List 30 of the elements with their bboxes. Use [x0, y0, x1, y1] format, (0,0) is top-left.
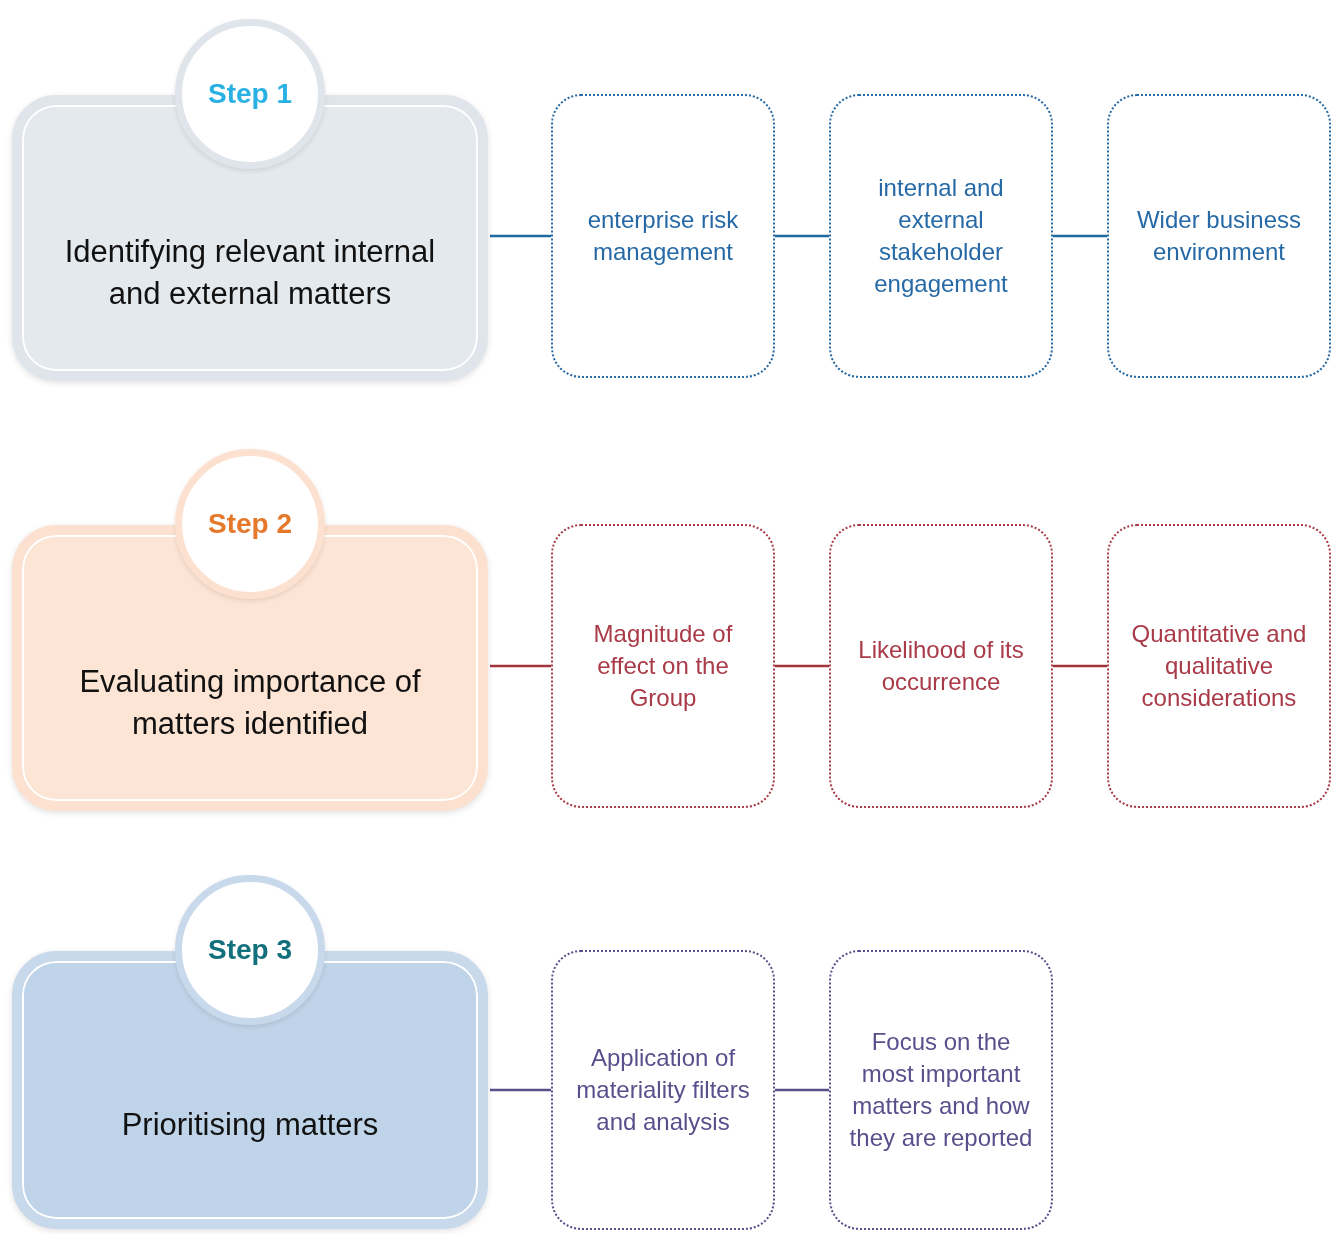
connector-line	[775, 1088, 829, 1092]
dotted-box	[829, 950, 1053, 1230]
dotted-box	[1107, 524, 1331, 808]
dotted-box	[829, 94, 1053, 378]
dotted-box	[551, 524, 775, 808]
box-text: Application of materiality filters and analysis	[575, 1042, 751, 1138]
box-text: Focus on the most important matters and how they are reported	[848, 1026, 1034, 1154]
connector-line	[775, 234, 829, 238]
step-badge: Step 2	[175, 449, 325, 599]
dotted-box	[1107, 94, 1331, 378]
step-badge: Step 3	[175, 875, 325, 1025]
connector-line	[490, 664, 551, 668]
step-description: Evaluating importance of matters identified	[78, 663, 422, 743]
step-description: Prioritising matters	[121, 1106, 379, 1145]
box-text: Quantitative and qualitative considerations	[1130, 618, 1308, 714]
connector-line	[490, 1088, 551, 1092]
connector-line	[1053, 664, 1107, 668]
connector-line	[490, 234, 551, 238]
dotted-box	[829, 524, 1053, 808]
box-text: enterprise risk management	[586, 204, 740, 267]
step-badge: Step 1	[175, 19, 325, 169]
box-text: Magnitude of effect on the Group	[592, 618, 734, 714]
box-text: Wider business environment	[1135, 204, 1303, 267]
box-text: Likelihood of its occurrence	[857, 634, 1025, 697]
dotted-box	[551, 94, 775, 378]
box-text: internal and external stakeholder engagement	[873, 172, 1009, 300]
dotted-box	[551, 950, 775, 1230]
connector-line	[775, 664, 829, 668]
connector-line	[1053, 234, 1107, 238]
step-description: Identifying relevant internal and external matters	[63, 233, 437, 313]
